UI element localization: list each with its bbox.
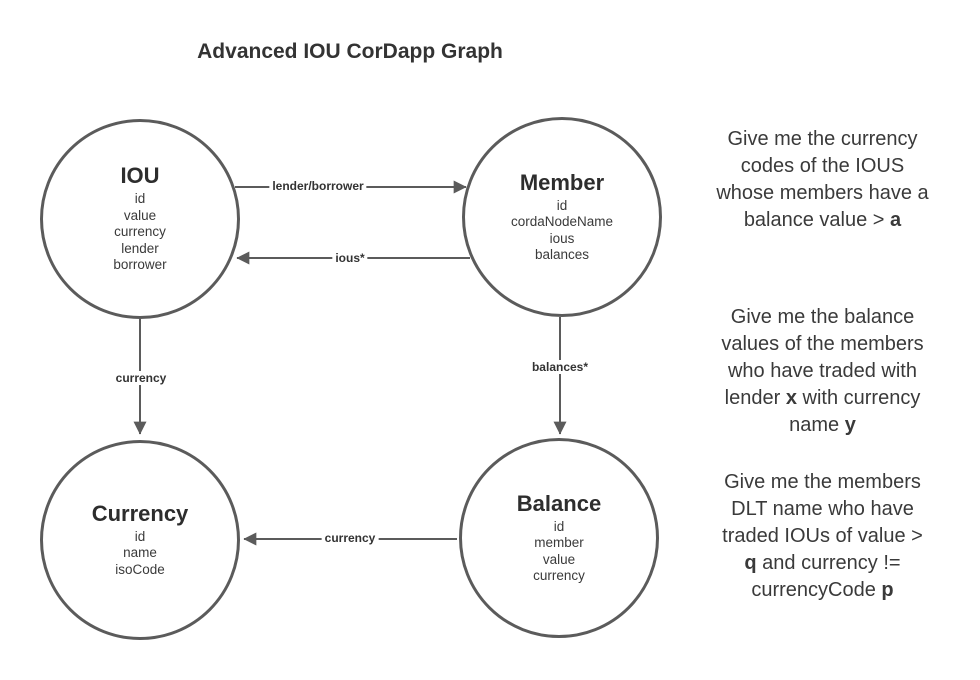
question-variable: a bbox=[890, 209, 902, 231]
question-text: Give me the currency bbox=[727, 128, 918, 150]
question-variable: q bbox=[744, 552, 757, 574]
diagram-title: Advanced IOU CorDapp Graph bbox=[197, 40, 503, 63]
node-attr: member bbox=[534, 535, 584, 550]
node-attr: id bbox=[134, 528, 146, 544]
edge-label-balances: balances* bbox=[528, 360, 592, 374]
question-line: name y bbox=[680, 412, 965, 439]
node-attr: currency bbox=[533, 568, 585, 583]
node-attr: borrower bbox=[113, 257, 167, 273]
question-variable: y bbox=[844, 414, 856, 436]
question-line: q and currency != bbox=[680, 550, 965, 577]
edge-label-ious: ious* bbox=[332, 251, 368, 265]
edge-label-currency-from-iou: currency bbox=[112, 371, 170, 385]
question-line: Give me the currency bbox=[680, 126, 965, 153]
question-text: Give me the balance bbox=[730, 306, 915, 328]
edge-label-lender-borrower: lender/borrower bbox=[269, 179, 367, 193]
question-3: Give me the members DLT name who have tr… bbox=[680, 469, 965, 604]
question-line: who have traded with bbox=[680, 358, 965, 385]
node-attr: id bbox=[553, 518, 565, 534]
question-text: name bbox=[789, 414, 845, 436]
question-line: balance value > a bbox=[680, 207, 965, 234]
question-line: Give me the members bbox=[680, 469, 965, 496]
question-text: who have traded with bbox=[727, 360, 917, 382]
question-text: balance value > bbox=[743, 209, 891, 231]
node-balance: Balance id member value currency bbox=[459, 438, 659, 638]
edge-label-currency-from-balance: currency bbox=[321, 531, 379, 545]
question-2: Give me the balance values of the member… bbox=[680, 304, 965, 439]
node-attr: id bbox=[556, 197, 568, 213]
question-text: lender bbox=[724, 387, 786, 409]
question-text: traded IOUs of value > bbox=[722, 525, 923, 547]
node-currency: Currency id name isoCode bbox=[40, 440, 240, 640]
node-attr: value bbox=[542, 551, 576, 567]
question-text: codes of the IOUS bbox=[740, 155, 905, 177]
question-1: Give me the currency codes of the IOUS w… bbox=[680, 126, 965, 234]
question-line: traded IOUs of value > bbox=[680, 523, 965, 550]
node-attr: cordaNodeName bbox=[510, 214, 614, 229]
question-text: whose members have a bbox=[716, 182, 929, 204]
question-text: currencyCode bbox=[751, 579, 882, 601]
question-line: whose members have a bbox=[680, 180, 965, 207]
question-variable: x bbox=[785, 387, 797, 409]
question-line: Give me the balance bbox=[680, 304, 965, 331]
node-attr: name bbox=[123, 545, 157, 561]
question-text: and currency != bbox=[756, 552, 901, 574]
node-attr: isoCode bbox=[115, 561, 165, 577]
question-text: Give me the members bbox=[724, 471, 921, 493]
node-attr: ious bbox=[549, 230, 575, 246]
node-attr: id bbox=[134, 191, 146, 207]
question-text: DLT name who have bbox=[731, 498, 914, 520]
question-text: values of the members bbox=[721, 333, 924, 355]
node-currency-title: Currency bbox=[91, 500, 189, 526]
node-member-title: Member bbox=[519, 169, 605, 195]
question-line: lender x with currency bbox=[680, 385, 965, 412]
question-line: codes of the IOUS bbox=[680, 153, 965, 180]
question-line: values of the members bbox=[680, 331, 965, 358]
node-attr: lender bbox=[121, 240, 159, 256]
question-text: with currency bbox=[796, 387, 921, 409]
node-attr: balances bbox=[534, 247, 590, 262]
node-iou: IOU id value currency lender borrower bbox=[40, 119, 240, 319]
node-member: Member id cordaNodeName ious balances bbox=[462, 117, 662, 317]
question-line: currencyCode p bbox=[680, 577, 965, 604]
node-attr: currency bbox=[114, 224, 166, 240]
node-balance-title: Balance bbox=[516, 490, 602, 516]
node-attr: value bbox=[123, 207, 157, 223]
question-variable: p bbox=[881, 579, 894, 601]
node-iou-title: IOU bbox=[120, 163, 160, 189]
question-line: DLT name who have bbox=[680, 496, 965, 523]
